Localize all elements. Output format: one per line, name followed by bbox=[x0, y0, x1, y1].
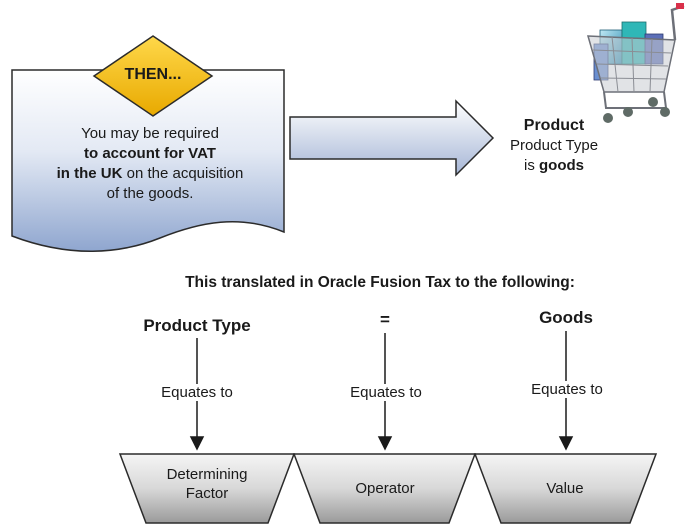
product-goods-line: is goods bbox=[494, 157, 614, 174]
shopping-cart-icon bbox=[586, 3, 685, 123]
then-line-2: to account for VAT bbox=[84, 145, 216, 162]
then-diamond bbox=[92, 35, 214, 117]
box-determining-factor: Determining Factor bbox=[140, 465, 274, 503]
product-type-line: Product Type bbox=[509, 137, 599, 154]
box-determining-factor-line2: Factor bbox=[185, 485, 229, 502]
product-goods-bold: goods bbox=[539, 157, 584, 174]
right-arrow bbox=[289, 99, 495, 177]
then-line-3: in the UK on the acquisition bbox=[18, 164, 282, 184]
connector-label-1: Equates to bbox=[151, 384, 243, 401]
translation-heading: This translated in Oracle Fusion Tax to … bbox=[185, 274, 575, 291]
product-title: Product bbox=[523, 117, 585, 134]
box-determining-factor-line1: Determining bbox=[166, 466, 248, 483]
column-header-product-type: Product Type bbox=[143, 316, 251, 335]
connector-label-2: Equates to bbox=[340, 384, 432, 401]
trapezoid-determining-factor bbox=[118, 453, 296, 524]
column-header-goods: Goods bbox=[539, 308, 593, 327]
then-line-4: of the goods. bbox=[106, 185, 194, 202]
product-goods-prefix: is bbox=[524, 157, 539, 174]
column-header-operator: = bbox=[380, 310, 390, 329]
connector-label-3: Equates to bbox=[521, 381, 613, 398]
box-value: Value bbox=[546, 480, 584, 497]
then-label: THEN... bbox=[124, 66, 182, 83]
box-operator: Operator bbox=[355, 480, 415, 497]
then-line-3-bold: in the UK bbox=[56, 165, 123, 182]
then-line-3-rest: on the acquisition bbox=[122, 165, 244, 182]
trapezoid-value bbox=[473, 453, 658, 524]
then-line-1: You may be required bbox=[81, 125, 219, 142]
trapezoid-operator bbox=[292, 453, 477, 524]
then-document-shape bbox=[11, 69, 285, 252]
